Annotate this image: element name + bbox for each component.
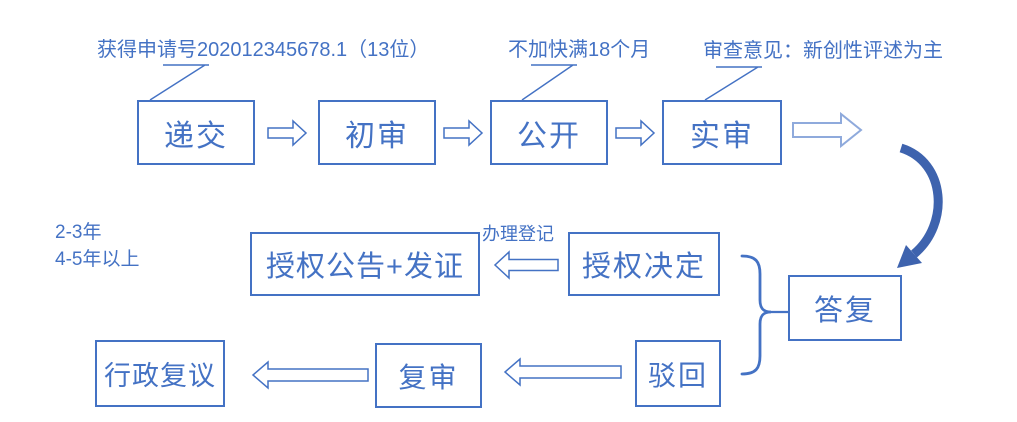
callout-line-publication-wait (521, 64, 577, 101)
brace-outcomes (740, 254, 772, 376)
flow-box-substantive: 实审 (662, 100, 782, 165)
flow-box-rejection: 驳回 (635, 340, 721, 407)
arrow-submit-to-preliminary-icon (267, 119, 308, 147)
curved-arrowhead-icon (897, 245, 922, 268)
arrow-substantive-out-icon (792, 111, 863, 149)
flow-box-grant-notice: 授权公告+发证 (250, 232, 480, 296)
arrow-reexam-to-adminreview-icon (251, 360, 369, 390)
flow-box-grant-decision: 授权决定 (568, 232, 720, 296)
callout-line-application-number (149, 64, 209, 101)
curved-arrow-to-reply-icon (899, 143, 943, 258)
flow-box-publication: 公开 (490, 100, 608, 165)
annotation-application-number: 获得申请号202012345678.1（13位） (97, 39, 430, 61)
annotation-duration: 2-3年 4-5年以上 (55, 219, 139, 273)
flow-box-reexamination: 复审 (375, 343, 482, 408)
annotation-publication-wait: 不加快满18个月 (508, 39, 651, 61)
flow-box-submit: 递交 (137, 100, 255, 165)
arrow-decision-to-notice-icon (493, 250, 559, 280)
arrow-publication-to-substantive-icon (615, 119, 656, 147)
arrow-rejection-to-reexam-icon (503, 357, 622, 387)
annotation-duration-line2: 4-5年以上 (55, 249, 140, 270)
arrow-preliminary-to-publication-icon (443, 119, 484, 147)
flow-box-reply: 答复 (788, 275, 902, 341)
annotation-examination-opinion: 审查意见：新创性评述为主 (703, 40, 943, 62)
flow-box-preliminary: 初审 (318, 100, 436, 165)
flow-box-admin-review: 行政复议 (95, 340, 225, 407)
annotation-registration: 办理登记 (482, 224, 554, 244)
callout-line-examination-opinion (704, 66, 762, 101)
annotation-duration-line1: 2-3年 (55, 222, 102, 243)
